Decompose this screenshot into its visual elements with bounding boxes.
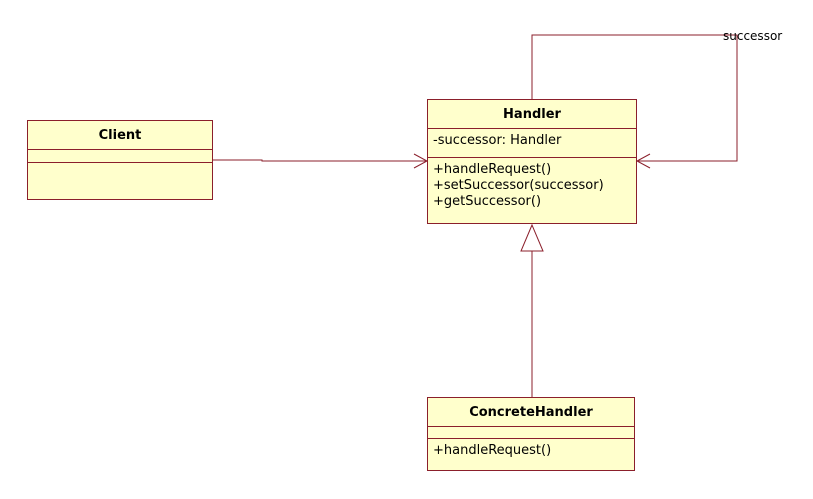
client-class-name: Client	[28, 121, 212, 150]
handler-operation: +handleRequest()	[433, 162, 552, 177]
concrete-handler-class-name: ConcreteHandler	[428, 398, 634, 427]
handler-operation: +setSuccessor(successor)	[433, 178, 604, 193]
handler-operations: +handleRequest() +setSuccessor(successor…	[428, 158, 636, 210]
client-handler-association	[213, 159, 426, 162]
concrete-handler-operation: +handleRequest()	[433, 443, 552, 458]
handler-class-name: Handler	[428, 100, 636, 129]
handler-class[interactable]: Handler -successor: Handler +handleReque…	[427, 99, 637, 224]
successor-role-label: successor	[723, 29, 783, 43]
handler-attributes: -successor: Handler	[428, 129, 636, 158]
concrete-handler-class[interactable]: ConcreteHandler +handleRequest()	[427, 397, 635, 471]
client-class[interactable]: Client	[27, 120, 213, 200]
client-operations	[28, 163, 212, 167]
successor-arrowhead	[635, 153, 651, 169]
concrete-handler-operations: +handleRequest()	[428, 439, 634, 459]
handler-attribute: -successor: Handler	[433, 133, 562, 148]
concrete-handler-attributes	[428, 427, 634, 439]
successor-self-association	[531, 34, 738, 162]
handler-operation: +getSuccessor()	[433, 194, 542, 209]
generalization-triangle	[520, 223, 544, 252]
client-attributes	[28, 150, 212, 163]
